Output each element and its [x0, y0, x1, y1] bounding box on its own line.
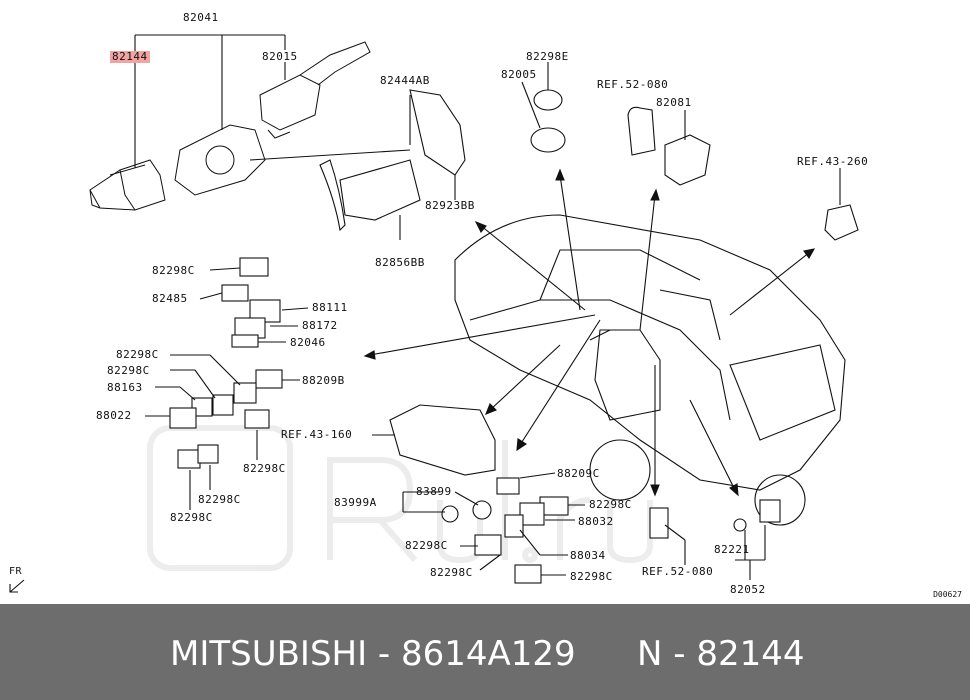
column-switch — [89, 41, 371, 211]
parts-diagram: 82041 82144 82015 82444AB 82923BB 82856B… — [9, 11, 962, 600]
label-82298E: 82298E — [526, 50, 569, 63]
label-82485: 82485 — [152, 292, 188, 305]
label-83999A: 83999A — [334, 496, 377, 509]
pointer-arrows — [363, 168, 816, 497]
reference-number: N - 82144 — [637, 634, 805, 674]
top-right-parts — [521, 62, 859, 241]
label-88172: 88172 — [302, 319, 338, 332]
label-ref-43-260: REF.43-260 — [797, 155, 869, 168]
label-88209C: 88209C — [557, 467, 600, 480]
label-88111: 88111 — [312, 301, 348, 314]
left-leader-lines — [145, 267, 309, 510]
label-82298C-2: 82298C — [116, 348, 159, 361]
label-82041: 82041 — [183, 11, 219, 24]
label-82298C-7: 82298C — [589, 498, 632, 511]
label-82444AB: 82444AB — [380, 74, 430, 87]
diagram-drawing — [9, 34, 859, 593]
label-ref-52-080-bottom: REF.52-080 — [642, 565, 714, 578]
label-82221: 82221 — [714, 543, 750, 556]
label-82298C-10: 82298C — [570, 570, 613, 583]
label-82856BB: 82856BB — [375, 256, 425, 269]
vehicle-outline — [454, 214, 846, 526]
label-82298C-1: 82298C — [152, 264, 195, 277]
paddle-shifter — [249, 89, 466, 240]
label-ref-52-080-top: REF.52-080 — [597, 78, 669, 91]
label-82005: 82005 — [501, 68, 537, 81]
label-83899: 83899 — [416, 485, 452, 498]
label-82298C-6: 82298C — [170, 511, 213, 524]
bottom-leader-lines — [402, 472, 766, 580]
label-82298C-8: 82298C — [405, 539, 448, 552]
label-82144-highlighted: 82144 — [110, 50, 150, 63]
label-82081: 82081 — [656, 96, 692, 109]
label-88032: 88032 — [578, 515, 614, 528]
label-82298C-4: 82298C — [243, 462, 286, 475]
label-82298C-9: 82298C — [430, 566, 473, 579]
label-82298C-3: 82298C — [107, 364, 150, 377]
part-info-footer: MITSUBISHI - 8614A129 N - 82144 — [0, 604, 970, 700]
label-ref-43-160: REF.43-160 — [281, 428, 353, 441]
label-88163: 88163 — [107, 381, 143, 394]
brand-part-number: MITSUBISHI - 8614A129 — [170, 634, 576, 674]
label-88209B: 88209B — [302, 374, 345, 387]
fr-arrow-icon — [9, 579, 25, 593]
label-88034: 88034 — [570, 549, 606, 562]
label-82052: 82052 — [730, 583, 766, 596]
label-88022: 88022 — [96, 409, 132, 422]
drawing-code: D00627 — [933, 590, 962, 599]
label-82046: 82046 — [290, 336, 326, 349]
switch-group-left — [169, 257, 283, 469]
label-82923BB: 82923BB — [425, 199, 475, 212]
label-82298C-5: 82298C — [198, 493, 241, 506]
switch-group-bottom — [441, 477, 781, 584]
label-fr: FR — [9, 566, 23, 577]
console-panel — [372, 404, 496, 476]
label-82015: 82015 — [262, 50, 298, 63]
